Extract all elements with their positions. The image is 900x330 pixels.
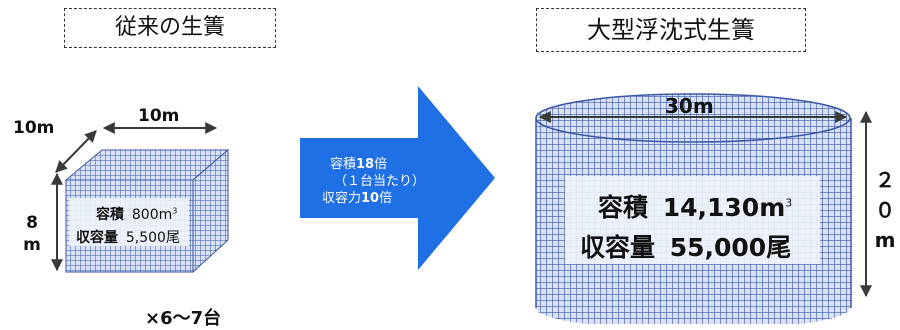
cylinder-height-label-digit-1: ２: [875, 168, 895, 192]
cylinder-label-panel: [565, 176, 820, 264]
cube-stock-text: 収容量 5,500尾: [76, 227, 180, 247]
cylinder-capacity-text: 容積 14,130m3: [598, 188, 792, 224]
cube-depth-label: 10m: [13, 118, 55, 138]
cage-multiplier: ×6～7台: [145, 308, 222, 329]
cube-height-label: 8 m: [22, 212, 42, 256]
cylinder-height-label-unit: m: [874, 228, 896, 252]
cylinder-stock-value: 55,000尾: [669, 233, 792, 262]
cube-width-label: 10m: [138, 106, 180, 126]
arrow-line-volume: 容積18倍: [330, 157, 388, 172]
cylinder-height-label-digit-2: ０: [875, 198, 895, 222]
cylinder-diameter-label: 30m: [665, 94, 714, 118]
cube-label-panel: [69, 198, 189, 246]
cube-height-label-number: 8: [26, 213, 38, 233]
cube-stock-label: 収容量: [76, 230, 118, 246]
arrow-caption: 容積18倍 （１台当たり） 収容力10倍: [322, 156, 425, 207]
cube-depth-arrow: [55, 130, 97, 173]
cylinder-capacity-value: 14,130m: [662, 193, 786, 222]
cube-capacity-sup: 3: [172, 206, 178, 216]
cube-height-label-unit: m: [23, 235, 41, 255]
big-right-arrow: [300, 86, 495, 270]
cylinder-capacity-sup: 3: [785, 196, 793, 210]
title-conventional-cage: 従来の生簀: [64, 8, 276, 48]
cube-capacity-value: 800m: [131, 207, 173, 223]
cube-capacity-label: 容積: [96, 207, 124, 223]
cylinder-stock-label: 収容量: [580, 233, 656, 262]
cylinder-stock-text: 収容量 55,000尾: [580, 228, 791, 264]
cube-stock-value: 5,500尾: [125, 230, 180, 246]
title-large-submersible-cage: 大型浮沈式生簀: [536, 8, 806, 52]
cylinder-capacity-label: 容積: [598, 193, 649, 222]
cylinder-height-label: ２ ０ m: [870, 165, 900, 255]
arrow-line-capacity: 収容力10倍: [322, 191, 393, 206]
cube-capacity-text: 容積 800m3: [96, 204, 177, 224]
arrow-line-per-unit: （１台当たり）: [334, 174, 426, 189]
